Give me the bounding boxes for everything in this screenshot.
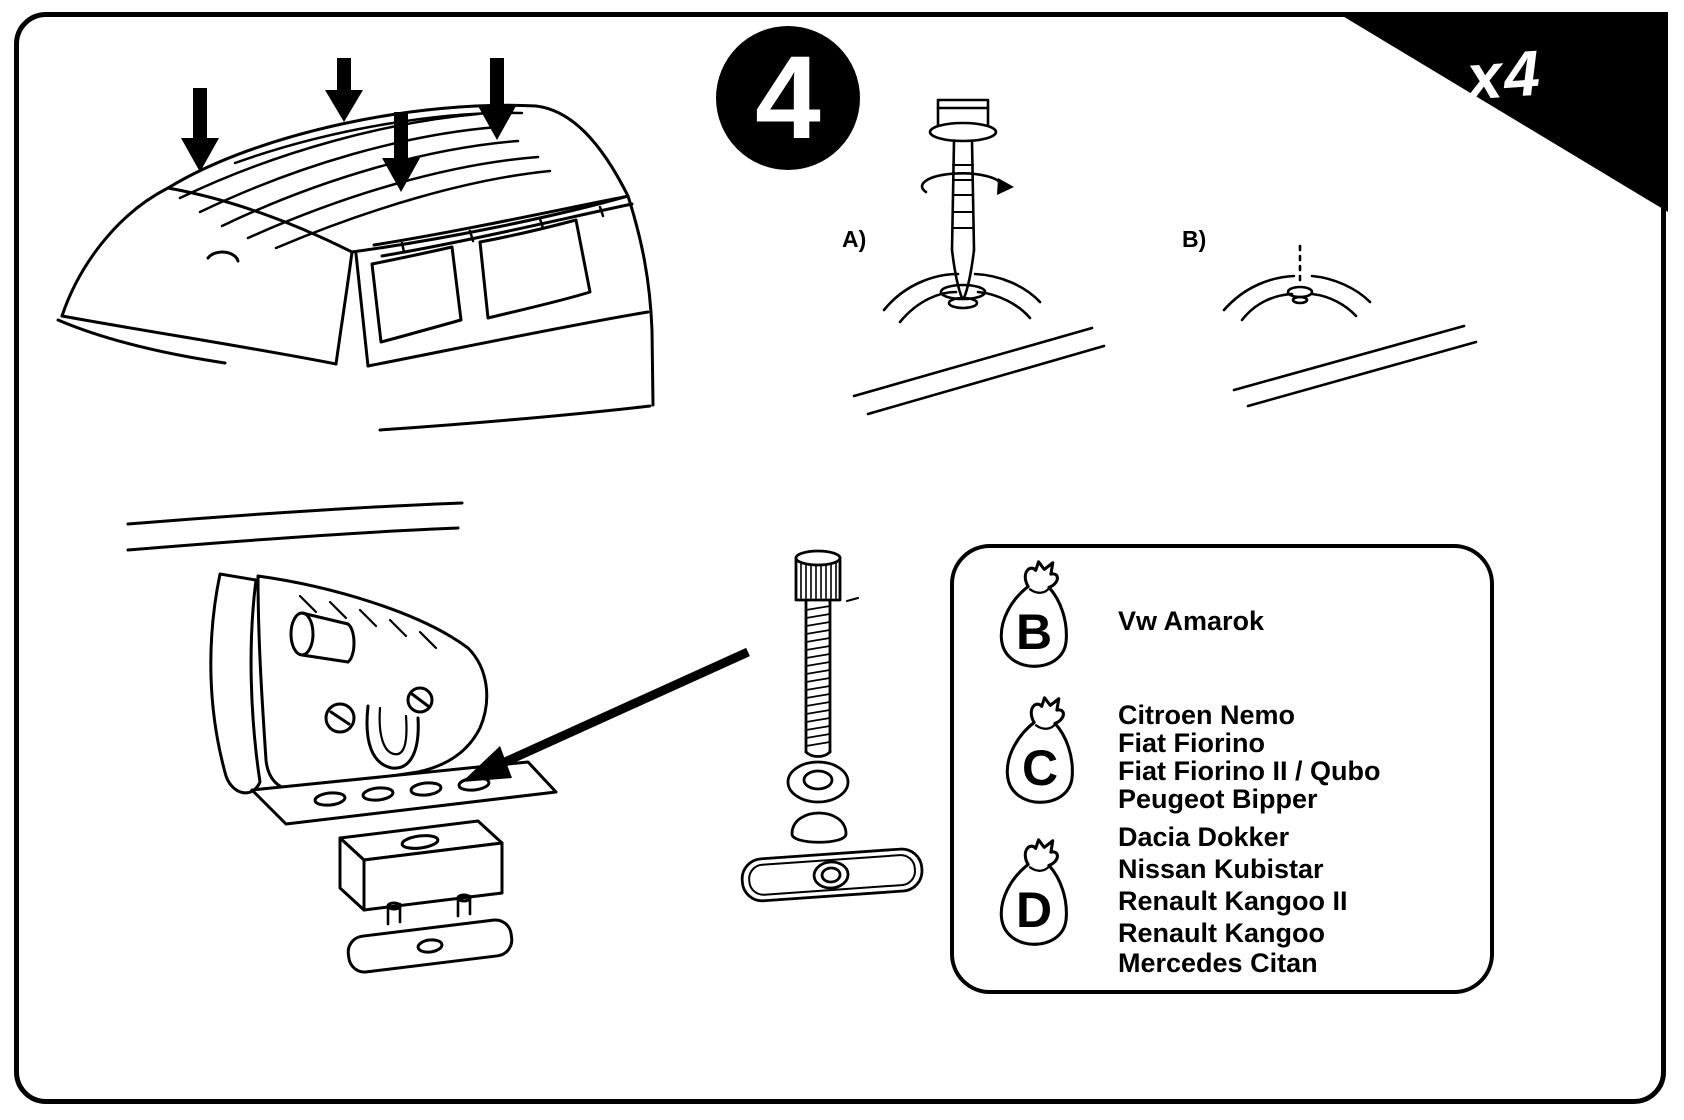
vehicle-name: Mercedes Citan bbox=[1118, 948, 1318, 978]
vehicle-name: Renault Kangoo II bbox=[1118, 886, 1348, 916]
vehicle-name: Fiat Fiorino bbox=[1118, 728, 1265, 758]
vehicle-name: Renault Kangoo bbox=[1118, 918, 1325, 948]
vehicle-name: Vw Amarok bbox=[1118, 606, 1265, 636]
vehicle-name: Peugeot Bipper bbox=[1118, 784, 1318, 814]
down-arrow-icon bbox=[325, 58, 363, 122]
pointer-arrow-icon bbox=[462, 647, 750, 782]
vehicle-name: Nissan Kubistar bbox=[1118, 854, 1324, 884]
down-arrow-icon bbox=[181, 88, 219, 172]
callout-a-label: A) bbox=[842, 226, 867, 252]
corner-ribbon bbox=[1336, 12, 1668, 212]
quantity-multiplier: x4 bbox=[1463, 36, 1545, 114]
van-roof-illustration bbox=[56, 103, 655, 432]
callout-b-label: B) bbox=[1182, 226, 1207, 252]
down-arrow-icon bbox=[478, 58, 516, 140]
down-arrows bbox=[181, 58, 516, 192]
detail-a-illustration bbox=[852, 98, 1106, 416]
vehicle-name: Fiat Fiorino II / Qubo bbox=[1118, 756, 1381, 786]
fastener-exploded-view bbox=[740, 549, 924, 903]
vehicle-name: Citroen Nemo bbox=[1118, 700, 1296, 730]
detail-b-illustration bbox=[1222, 244, 1478, 408]
bag-letter-c: C bbox=[1021, 740, 1059, 796]
page-border bbox=[14, 12, 1666, 1104]
rotate-arrow-icon bbox=[920, 172, 1004, 194]
vehicle-name: Dacia Dokker bbox=[1118, 822, 1290, 852]
rotate-arrow-tip bbox=[997, 178, 1014, 195]
bag-letter-b: B bbox=[1015, 604, 1053, 660]
step-number-badge: 4 bbox=[716, 26, 860, 170]
step-number: 4 bbox=[755, 32, 821, 164]
foot-assembly-illustration bbox=[126, 501, 558, 974]
bag-letter-d: D bbox=[1015, 882, 1053, 938]
vehicle-compatibility-panel bbox=[950, 544, 1494, 994]
down-arrow-icon bbox=[382, 112, 420, 192]
